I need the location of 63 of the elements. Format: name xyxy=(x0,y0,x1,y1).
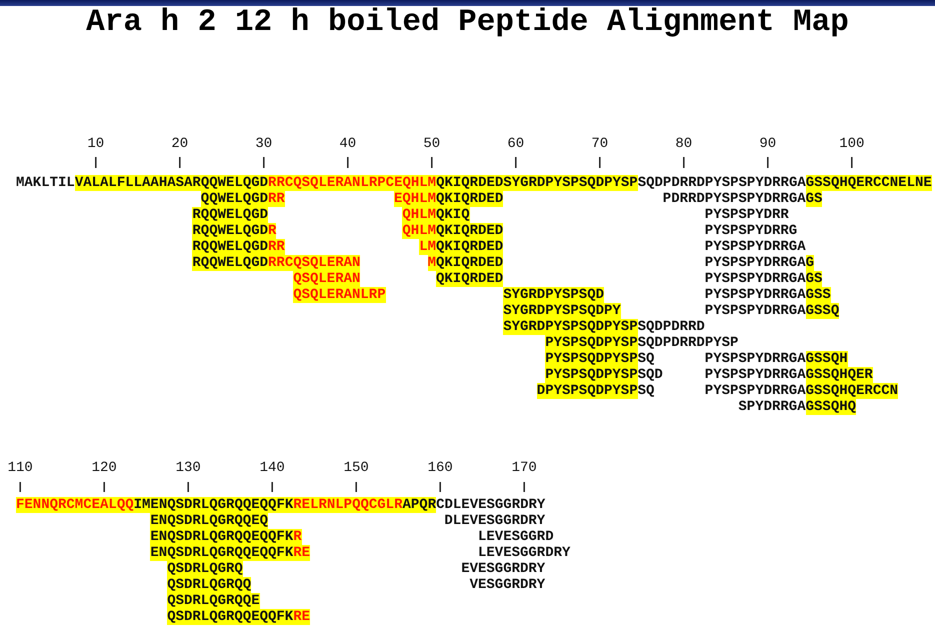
position-number: 10 xyxy=(87,136,104,152)
position-number: 170 xyxy=(512,460,537,476)
peptide-sequence: QSDRLQGRQQEQQFKRE xyxy=(167,609,310,625)
peptide-sequence: PYSPSQDPYSPSQ xyxy=(545,351,654,367)
position-number: 110 xyxy=(8,460,33,476)
peptide-sequence: PDRRDPYSPSPYDRRGAGS xyxy=(662,191,822,207)
peptide-sequence: PYSPSPYDRRGAGSSQHQERCCN xyxy=(704,383,898,399)
peptide-sequence: RQQWELQGDRR xyxy=(192,239,285,255)
position-number: 20 xyxy=(171,136,188,152)
position-number: 130 xyxy=(176,460,201,476)
peptide-sequence: MQKIQRDED xyxy=(428,255,504,271)
peptide-sequence: SYGRDPYSPSQDPY xyxy=(503,303,621,319)
peptide-sequence: ENQSDRLQGRQQEQQFKRE xyxy=(150,545,310,561)
position-number: 150 xyxy=(344,460,369,476)
peptide-sequence: RQQWELQGD xyxy=(192,207,268,223)
slide-title: Ara h 2 12 h boiled Peptide Alignment Map xyxy=(85,4,850,42)
peptide-sequence: PYSPSPYDRRGAGSSQHQER xyxy=(704,367,873,383)
peptide-sequence: QSDRLQGRQ xyxy=(167,561,243,577)
position-number: 160 xyxy=(428,460,453,476)
peptide-sequence: LEVESGGRDRY xyxy=(478,545,570,561)
position-number: 50 xyxy=(423,136,440,152)
position-number: 40 xyxy=(339,136,356,152)
peptide-sequence: QSQLERANLRP xyxy=(293,287,386,303)
peptide-sequence: SPYDRRGAGSSQHQ xyxy=(738,399,856,415)
position-number: 70 xyxy=(591,136,608,152)
position-number: 60 xyxy=(507,136,524,152)
protein-sequence: FENNQRCMCEALQQIMENQSDRLQGRQQEQQFKRELRNLPQQCGLRAPQRCDLEVESGGRDRY xyxy=(16,497,546,513)
peptide-sequence: PYSPSPYDRRGAGS xyxy=(704,271,822,287)
peptide-sequence: PYSPSPYDRR xyxy=(704,207,789,223)
peptide-sequence: QHLMQKIQ xyxy=(402,207,470,223)
peptide-sequence: LMQKIQRDED xyxy=(419,239,504,255)
peptide-sequence: PYSPSPYDRRG xyxy=(704,223,798,239)
peptide-sequence: QSDRLQGRQQ xyxy=(167,577,252,593)
peptide-sequence: DLEVESGGRDRY xyxy=(444,513,546,529)
peptide-sequence: PYSPSPYDRRGAGSSQ xyxy=(704,303,840,319)
peptide-sequence: QQWELQGDRR xyxy=(200,191,285,207)
peptide-sequence: PYSPSQDPYSPSQDPDRRDPYSP xyxy=(545,335,738,351)
peptide-sequence: PYSPSPYDRRGAGSSQH xyxy=(704,351,848,367)
peptide-sequence: PYSPSPYDRRGAGSS xyxy=(704,287,831,303)
peptide-sequence: RQQWELQGDRRCQSQLERAN xyxy=(192,255,360,271)
peptide-sequence: SYGRDPYSPSQD xyxy=(503,287,604,303)
peptide-sequence: QSQLERAN xyxy=(293,271,360,287)
peptide-sequence: ENQSDRLQGRQQEQQFKR xyxy=(150,529,302,545)
position-number: 30 xyxy=(255,136,272,152)
peptide-sequence: LEVESGGRD xyxy=(478,529,554,545)
position-number: 100 xyxy=(839,136,864,152)
peptide-sequence: QKIQRDED xyxy=(436,271,504,287)
peptide-sequence: PYSPSPYDRRGA xyxy=(704,239,806,255)
peptide-sequence: EQHLMQKIQRDED xyxy=(394,191,504,207)
peptide-sequence: PYSPSQDPYSPSQD xyxy=(545,367,663,383)
position-number: 120 xyxy=(92,460,117,476)
peptide-sequence: SYGRDPYSPSQDPYSPSQDPDRRD xyxy=(503,319,705,335)
position-number: 140 xyxy=(260,460,285,476)
peptide-sequence: ENQSDRLQGRQQEQ xyxy=(150,513,268,529)
peptide-sequence: EVESGGRDRY xyxy=(461,561,546,577)
peptide-sequence: QSDRLQGRQQE xyxy=(167,593,260,609)
position-number: 90 xyxy=(759,136,776,152)
peptide-sequence: QHLMQKIQRDED xyxy=(402,223,504,239)
protein-sequence: MAKLTILVALALFLLAAHASARQQWELQGDRRCQSQLERANLRPCEQHLMQKIQRDEDSYGRDPYSPSQDPYSPSQDPDRRDPYSPSPYDRRGAGSSQHQERCCNELNE xyxy=(16,175,932,191)
peptide-sequence: PYSPSPYDRRGAG xyxy=(704,255,814,271)
position-number: 80 xyxy=(675,136,692,152)
peptide-sequence: VESGGRDRY xyxy=(470,577,546,593)
peptide-sequence: DPYSPSQDPYSPSQ xyxy=(536,383,654,399)
